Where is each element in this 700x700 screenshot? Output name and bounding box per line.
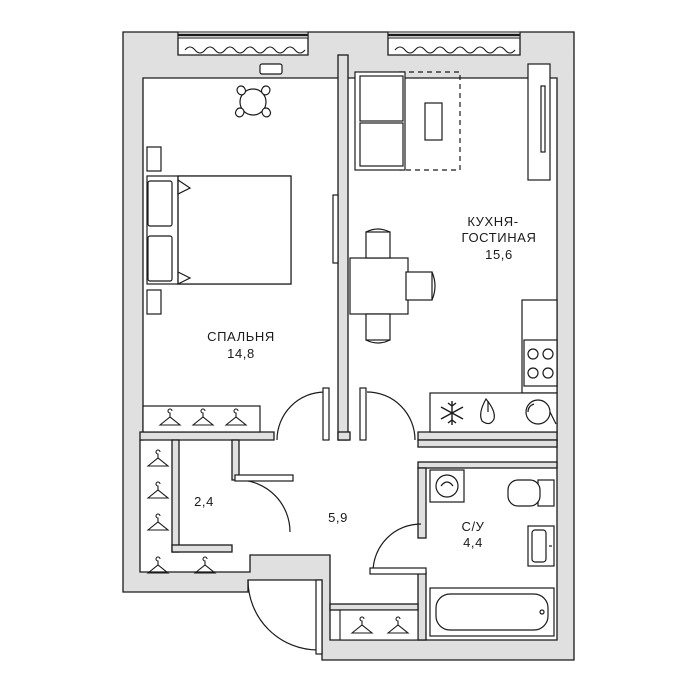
toilet (507, 479, 555, 507)
hall-left-wall (231, 439, 240, 481)
doors (234, 387, 427, 655)
bedroom-name: СПАЛЬНЯ (207, 329, 275, 344)
snowflake-icon (440, 401, 464, 425)
door-bathroom (369, 523, 427, 575)
washing-machine (429, 469, 465, 503)
tv-cabinet (527, 63, 551, 181)
washbasin (527, 525, 555, 567)
bath-left-wall-lower (417, 571, 427, 641)
living-name-line2: ГОСТИНАЯ (462, 230, 537, 245)
room-labels: СПАЛЬНЯ 14,8 КУХНЯ- ГОСТИНАЯ 15,6 2,4 5,… (194, 214, 536, 550)
bathroom-fixtures (429, 469, 555, 637)
door-bedroom (276, 387, 330, 441)
stove (523, 339, 558, 387)
hangers-bedroom (158, 408, 248, 426)
desk-chair (234, 85, 272, 118)
walls (122, 31, 575, 661)
partition-wall-center (337, 54, 349, 441)
door-living (359, 387, 416, 441)
sink (480, 397, 495, 425)
bath-left-wall (417, 467, 427, 539)
rug (399, 71, 461, 171)
closet-bottom-wall (171, 544, 233, 553)
hall-stub-wall (337, 431, 351, 441)
closet-wall (171, 439, 180, 553)
coffee-table (424, 102, 443, 141)
desk-item (259, 63, 283, 75)
nightstand-top (146, 146, 162, 172)
curtain-living (394, 46, 516, 54)
bedroom-furniture (142, 63, 339, 433)
living-bottom-wall (417, 431, 558, 441)
windows (143, 31, 557, 79)
door-entrance (247, 579, 323, 655)
hall-closet (339, 609, 419, 641)
closet-area: 2,4 (194, 494, 214, 509)
tv-bedroom (332, 194, 339, 264)
tv-living (540, 85, 546, 153)
living-area: 15,6 (485, 247, 513, 262)
curtain-bedroom (184, 46, 306, 54)
bed (146, 175, 292, 285)
dining-chair-bottom (365, 313, 391, 344)
bedroom-bottom-wall (139, 431, 275, 441)
closet-hangers (146, 449, 217, 574)
bath-name: С/У (461, 519, 484, 534)
sofa (354, 71, 406, 171)
utility-strip (417, 439, 558, 448)
dining-table (349, 257, 409, 315)
living-furniture (349, 63, 558, 433)
hall-closet-wall (329, 603, 419, 611)
bedroom-area: 14,8 (227, 346, 255, 361)
dining-chair-top (365, 228, 391, 259)
bathtub (429, 587, 555, 637)
living-name-line1: КУХНЯ- (467, 214, 518, 229)
door-closet (234, 474, 294, 533)
nightstand-bottom (146, 289, 162, 315)
hall-area: 5,9 (328, 510, 348, 525)
bath-area: 4,4 (463, 535, 483, 550)
bath-top-wall (417, 461, 558, 469)
dining-chair-right (405, 271, 436, 301)
washer-kitchen (525, 399, 557, 425)
